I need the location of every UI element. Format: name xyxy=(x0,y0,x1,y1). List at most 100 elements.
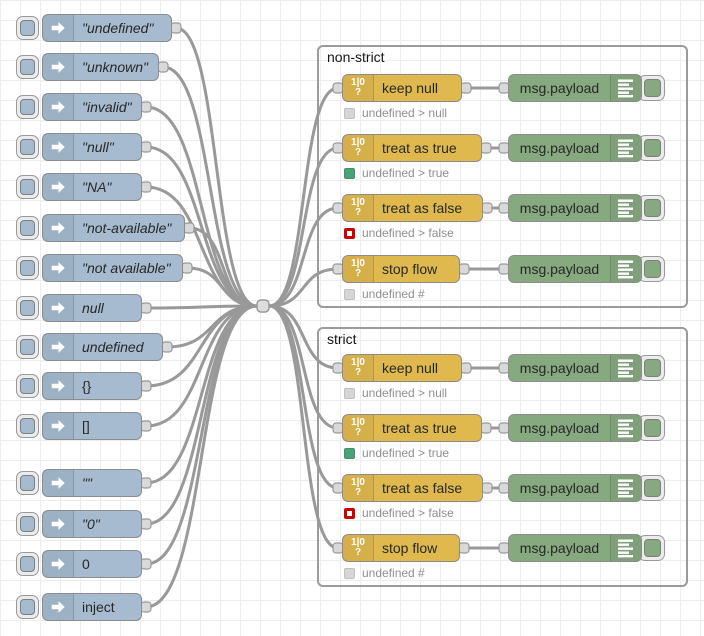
node-inject[interactable]: "0" xyxy=(42,510,142,538)
wire[interactable] xyxy=(145,304,258,428)
inject-button-face xyxy=(20,59,35,75)
node-inject[interactable]: [] xyxy=(42,412,142,440)
node-inject[interactable]: "not available" xyxy=(42,254,183,282)
status-text: undefined > null xyxy=(362,386,448,400)
inject-button[interactable] xyxy=(16,414,39,438)
node-inject[interactable]: "" xyxy=(42,469,142,497)
status-led-ring xyxy=(344,507,355,519)
wire[interactable] xyxy=(162,65,258,308)
node-inject[interactable]: {} xyxy=(42,372,142,400)
node-boolean-logic[interactable]: 1|0?stop flow xyxy=(342,534,460,562)
inject-button[interactable] xyxy=(16,296,39,320)
node-debug[interactable]: msg.payload xyxy=(508,255,642,283)
port[interactable] xyxy=(181,262,193,274)
port[interactable] xyxy=(140,518,152,530)
node-boolean-logic[interactable]: 1|0?keep null xyxy=(342,74,462,102)
port[interactable] xyxy=(458,542,470,554)
node-label: msg.payload xyxy=(519,140,600,156)
debug-toggle-button[interactable] xyxy=(638,535,665,561)
inject-button[interactable] xyxy=(16,135,39,159)
port[interactable] xyxy=(140,420,152,432)
node-inject[interactable]: "unknown" xyxy=(42,53,159,81)
port[interactable] xyxy=(460,82,472,94)
wire[interactable] xyxy=(175,26,258,308)
inject-button[interactable] xyxy=(16,595,39,619)
node-inject[interactable]: undefined xyxy=(42,333,163,361)
wire[interactable] xyxy=(188,226,258,308)
port[interactable] xyxy=(140,477,152,489)
port[interactable] xyxy=(460,362,472,374)
inject-button[interactable] xyxy=(16,512,39,536)
wire[interactable] xyxy=(145,304,258,310)
node-debug[interactable]: msg.payload xyxy=(508,414,642,442)
port[interactable] xyxy=(140,101,152,113)
wire[interactable] xyxy=(268,86,339,308)
junction[interactable] xyxy=(256,299,270,313)
inject-button[interactable] xyxy=(16,335,39,359)
node-debug[interactable]: msg.payload xyxy=(508,354,642,382)
wire[interactable] xyxy=(268,267,339,308)
port[interactable] xyxy=(161,341,173,353)
node-inject[interactable]: "NA" xyxy=(42,173,142,201)
port[interactable] xyxy=(140,181,152,193)
wire[interactable] xyxy=(268,304,339,370)
port[interactable] xyxy=(183,222,195,234)
port[interactable] xyxy=(140,380,152,392)
inject-button[interactable] xyxy=(16,552,39,576)
node-debug[interactable]: msg.payload xyxy=(508,134,642,162)
debug-toggle-button[interactable] xyxy=(638,135,665,161)
node-boolean-logic[interactable]: 1|0?stop flow xyxy=(342,255,460,283)
debug-toggle-button[interactable] xyxy=(638,355,665,381)
inject-button[interactable] xyxy=(16,216,39,240)
wire[interactable] xyxy=(268,304,339,550)
wire[interactable] xyxy=(268,146,339,308)
port[interactable] xyxy=(481,202,493,214)
node-inject[interactable]: null xyxy=(42,294,142,322)
port[interactable] xyxy=(480,142,492,154)
node-debug[interactable]: msg.payload xyxy=(508,194,642,222)
node-debug[interactable]: msg.payload xyxy=(508,534,642,562)
debug-toggle-button[interactable] xyxy=(638,256,665,282)
node-boolean-logic[interactable]: 1|0?treat as false xyxy=(342,474,483,502)
wire[interactable] xyxy=(145,304,258,609)
inject-button[interactable] xyxy=(16,256,39,280)
node-boolean-logic[interactable]: 1|0?treat as false xyxy=(342,194,483,222)
wire[interactable] xyxy=(268,206,339,308)
port[interactable] xyxy=(140,558,152,570)
node-inject[interactable]: "not-available" xyxy=(42,214,185,242)
node-boolean-logic[interactable]: 1|0?treat as true xyxy=(342,414,482,442)
port[interactable] xyxy=(481,482,493,494)
debug-toggle-button[interactable] xyxy=(638,415,665,441)
wire[interactable] xyxy=(268,304,339,490)
node-boolean-logic[interactable]: 1|0?treat as true xyxy=(342,134,482,162)
debug-toggle-button[interactable] xyxy=(638,475,665,501)
port[interactable] xyxy=(480,422,492,434)
node-inject[interactable]: "null" xyxy=(42,133,142,161)
node-boolean-logic[interactable]: 1|0?keep null xyxy=(342,354,462,382)
inject-button[interactable] xyxy=(16,95,39,119)
inject-button[interactable] xyxy=(16,175,39,199)
port[interactable] xyxy=(140,601,152,613)
port[interactable] xyxy=(157,61,169,73)
debug-toggle-button[interactable] xyxy=(638,75,665,101)
port[interactable] xyxy=(140,302,152,314)
node-inject[interactable]: 0 xyxy=(42,550,142,578)
node-debug[interactable]: msg.payload xyxy=(508,74,642,102)
port[interactable] xyxy=(140,141,152,153)
node-inject[interactable]: inject xyxy=(42,593,142,621)
port[interactable] xyxy=(170,22,182,34)
inject-button[interactable] xyxy=(16,374,39,398)
wire[interactable] xyxy=(145,145,258,308)
node-debug[interactable]: msg.payload xyxy=(508,474,642,502)
list-lines-icon xyxy=(618,139,633,158)
port[interactable] xyxy=(458,263,470,275)
group-strict[interactable]: strict xyxy=(317,327,688,587)
node-inject[interactable]: "invalid" xyxy=(42,93,142,121)
node-inject[interactable]: "undefined" xyxy=(42,14,172,42)
inject-button[interactable] xyxy=(16,16,39,40)
debug-toggle-button[interactable] xyxy=(638,195,665,221)
inject-button[interactable] xyxy=(16,55,39,79)
inject-button[interactable] xyxy=(16,471,39,495)
group-non-strict[interactable]: non-strict xyxy=(317,45,688,308)
